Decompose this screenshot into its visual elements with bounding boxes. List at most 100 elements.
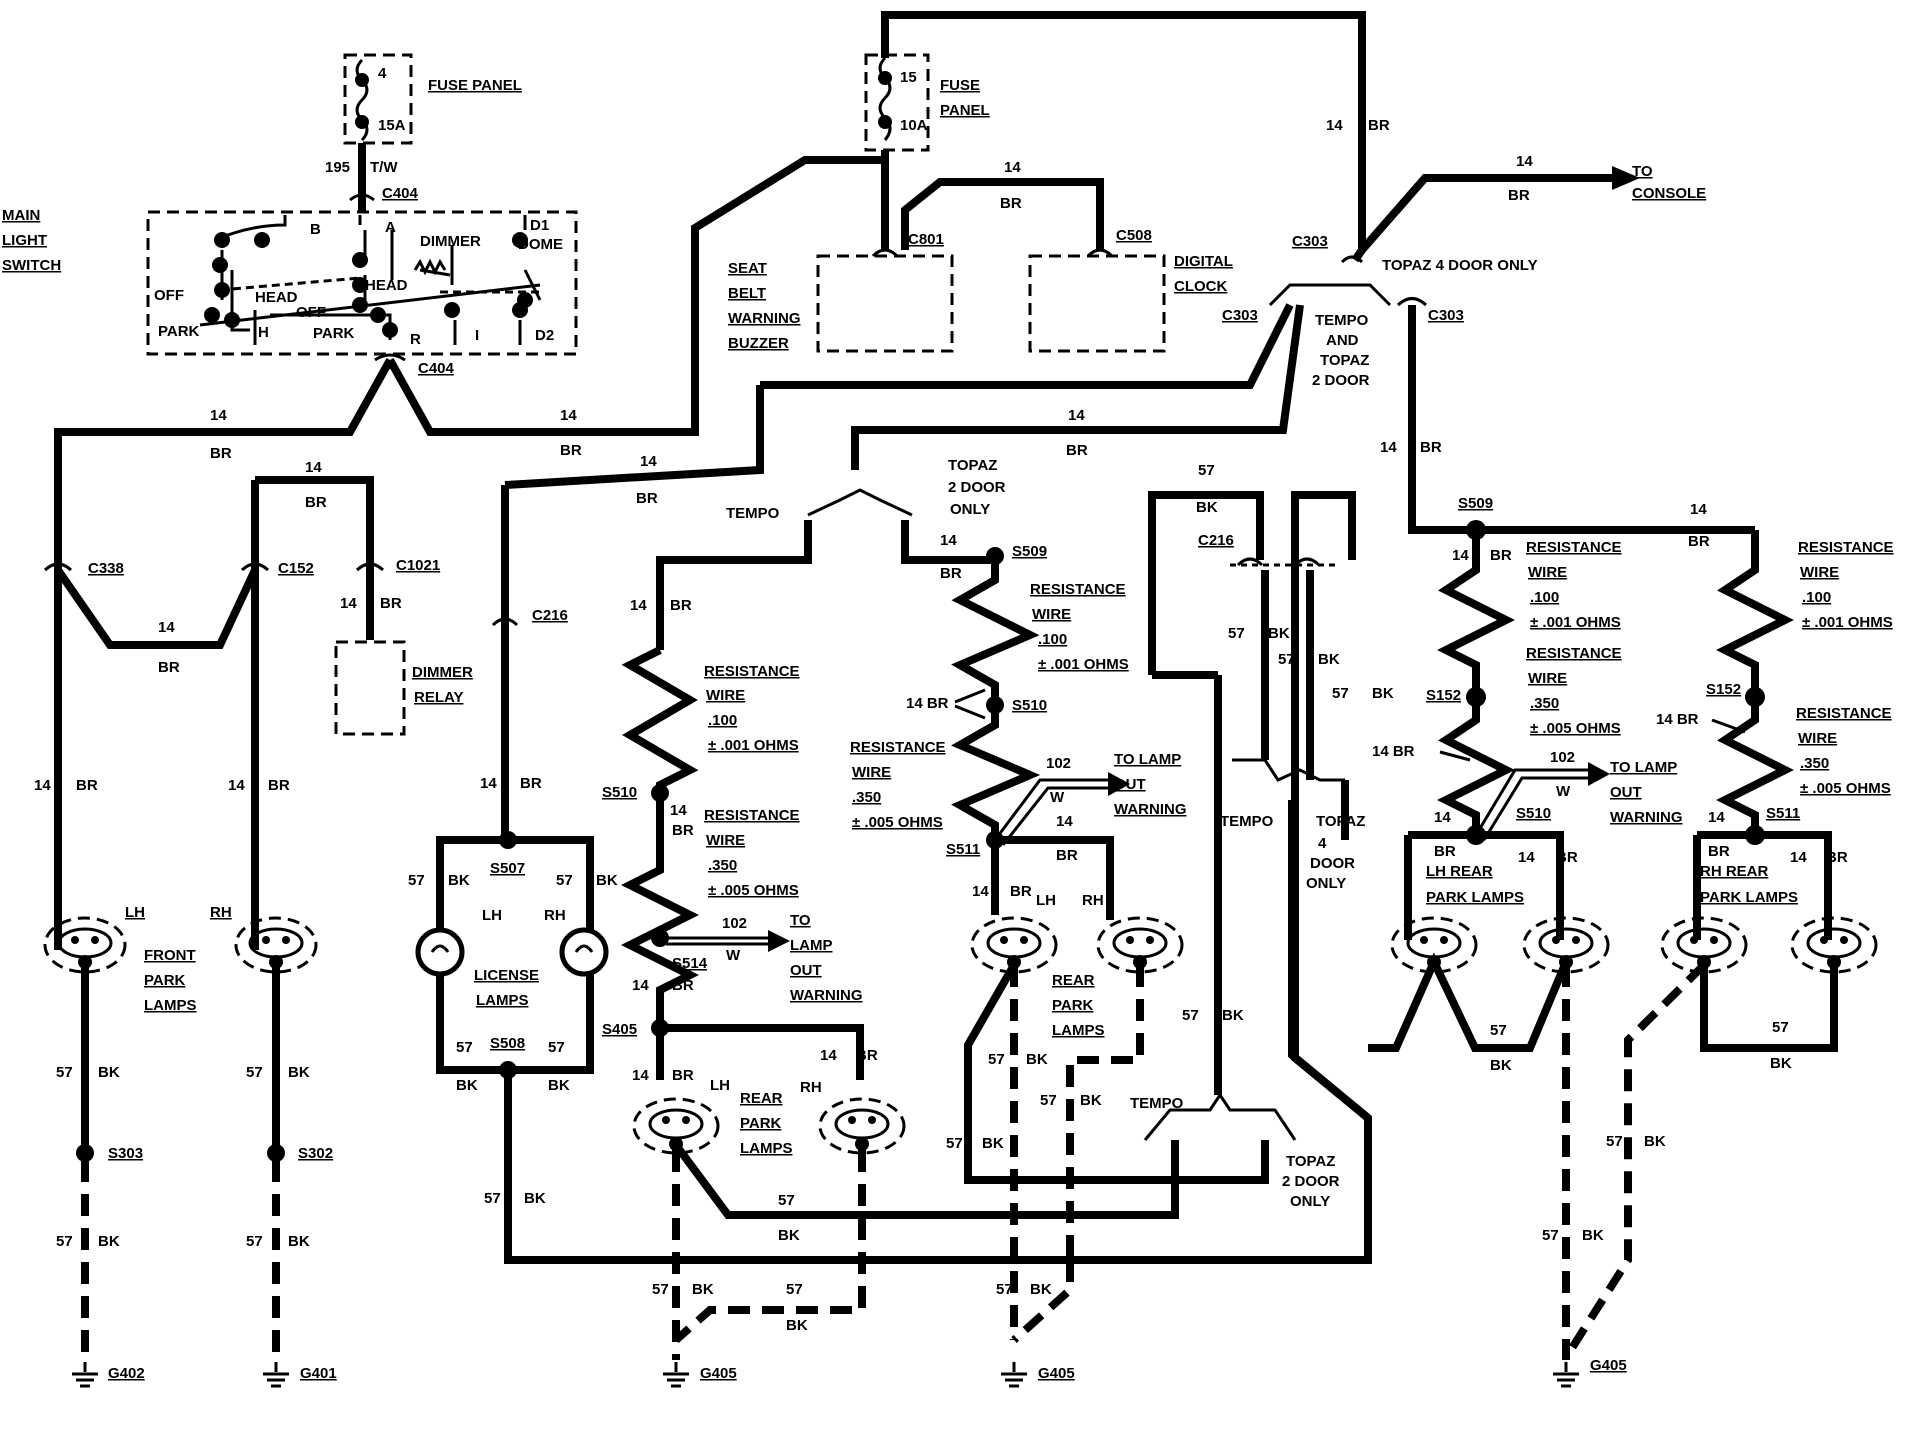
sw-h: H <box>258 324 269 341</box>
c801: C801 <box>908 231 944 248</box>
s510-c: S510 <box>1516 805 1551 822</box>
sw-dome: DOME <box>518 236 563 253</box>
tlo-c-1: TO LAMP <box>1610 759 1677 776</box>
n57-b: 57 <box>56 1233 73 1250</box>
rear-park-lamps-lh-topaz4 <box>1390 916 1610 974</box>
s514: S514 <box>672 955 708 972</box>
sw-off-1: OFF <box>154 287 184 304</box>
seat-belt-3: WARNING <box>728 310 801 327</box>
n57-h: 57 <box>548 1039 565 1056</box>
bk-a: BK <box>98 1064 120 1081</box>
res100-a-2: WIRE <box>706 687 745 704</box>
rp-lh: LH <box>710 1077 730 1094</box>
c508: C508 <box>1116 227 1152 244</box>
to-console-1: TO <box>1632 163 1653 180</box>
bk-n: BK <box>1080 1092 1102 1109</box>
sw-a: A <box>385 219 396 236</box>
n57-u: 57 <box>1182 1007 1199 1024</box>
n14-a: 14 <box>210 407 227 424</box>
seat-belt-1: SEAT <box>728 260 767 277</box>
n14-w: 14 <box>1690 501 1707 518</box>
br-ab: BR <box>1826 849 1848 866</box>
br-b: BR <box>560 442 582 459</box>
n57-g: 57 <box>456 1039 473 1056</box>
br-c: BR <box>305 494 327 511</box>
n14-y: 14 <box>1434 809 1451 826</box>
fuse-15: 15 <box>900 69 917 86</box>
rp-rh: RH <box>800 1079 822 1096</box>
tt2-4: 2 DOOR <box>1312 372 1370 389</box>
sw-park-1: PARK <box>158 323 200 340</box>
sw-head-2: HEAD <box>365 277 408 294</box>
dimmer-relay-2: RELAY <box>414 689 463 706</box>
topaz2-b-3: ONLY <box>1290 1193 1330 1210</box>
digital-clock-2: CLOCK <box>1174 278 1227 295</box>
n57-r: 57 <box>1228 625 1245 642</box>
n14-t: 14 <box>1056 813 1073 830</box>
buzzer-box <box>816 254 954 353</box>
ground-g401: G401 <box>263 1362 337 1388</box>
sw-i: I <box>475 327 479 344</box>
tlo-b-2: OUT <box>1114 776 1146 793</box>
n14-o: 14 <box>670 802 687 819</box>
fuse-4: 4 <box>378 65 387 82</box>
c216-left: C216 <box>532 607 568 624</box>
s510-a: S510 <box>602 784 637 801</box>
br-s: BR <box>940 565 962 582</box>
to-console-2: CONSOLE <box>1632 185 1706 202</box>
sw-d2: D2 <box>535 327 554 344</box>
fuse-panel-1-label: FUSE PANEL <box>428 77 522 94</box>
res350-b-3: .350 <box>852 789 881 806</box>
res350-c-3: .350 <box>1530 695 1559 712</box>
dimmer-relay-box <box>334 640 406 736</box>
wire-195: 195 <box>325 159 350 176</box>
n14-z: 14 <box>1518 849 1535 866</box>
tt2-1: TEMPO <box>1315 312 1369 329</box>
rear-park-a-2: PARK <box>740 1115 782 1132</box>
s303: S303 <box>108 1145 143 1162</box>
topaz2-a-1: TOPAZ <box>948 457 997 474</box>
n57-s: 57 <box>1278 651 1295 668</box>
res350-a-3: .350 <box>708 857 737 874</box>
n57-i: 57 <box>484 1190 501 1207</box>
s511-b: S511 <box>1766 805 1800 822</box>
sw-off-2: OFF <box>296 304 326 321</box>
tempo-c: TEMPO <box>1130 1095 1184 1112</box>
lic-rh: RH <box>544 907 566 924</box>
sw-r: R <box>410 331 421 348</box>
license-2: LAMPS <box>476 992 529 1009</box>
res350-c-4: ± .005 OHMS <box>1530 720 1621 737</box>
sw-dimmer: DIMMER <box>420 233 481 250</box>
bk-p: BK <box>1030 1281 1052 1298</box>
lh-rear-park-2: PARK LAMPS <box>1426 889 1524 906</box>
n14-u: 14 <box>972 883 989 900</box>
rear-park-b-1: REAR <box>1052 972 1095 989</box>
front-park-1: FRONT <box>144 947 196 964</box>
tlo-c-2: OUT <box>1610 784 1642 801</box>
br-r: BR <box>856 1047 878 1064</box>
res100-d-4: ± .001 OHMS <box>1802 614 1893 631</box>
res350-a-4: ± .005 OHMS <box>708 882 799 899</box>
br-a: BR <box>210 445 232 462</box>
n57-v: 57 <box>1490 1022 1507 1039</box>
wire-tw: T/W <box>370 159 398 176</box>
n57-k: 57 <box>652 1281 669 1298</box>
br-z: BR <box>1556 849 1578 866</box>
br-h: BR <box>520 775 542 792</box>
s510-b: S510 <box>1012 697 1047 714</box>
res100-b-2: WIRE <box>1032 606 1071 623</box>
res100-d-2: WIRE <box>1800 564 1839 581</box>
topaz4-2: 4 <box>1318 835 1327 852</box>
s302: S302 <box>298 1145 333 1162</box>
tlo-b-1: TO LAMP <box>1114 751 1181 768</box>
tlo-a-1: TO <box>790 912 811 929</box>
tempo-b: TEMPO <box>1220 813 1274 830</box>
bk-h: BK <box>548 1077 570 1094</box>
br-q: BR <box>672 1067 694 1084</box>
res350-b-4: ± .005 OHMS <box>852 814 943 831</box>
n57-m: 57 <box>988 1051 1005 1068</box>
n57-d: 57 <box>246 1233 263 1250</box>
bk-e: BK <box>448 872 470 889</box>
topaz2-b-1: TOPAZ <box>1286 1153 1335 1170</box>
dimmer-relay-1: DIMMER <box>412 664 473 681</box>
